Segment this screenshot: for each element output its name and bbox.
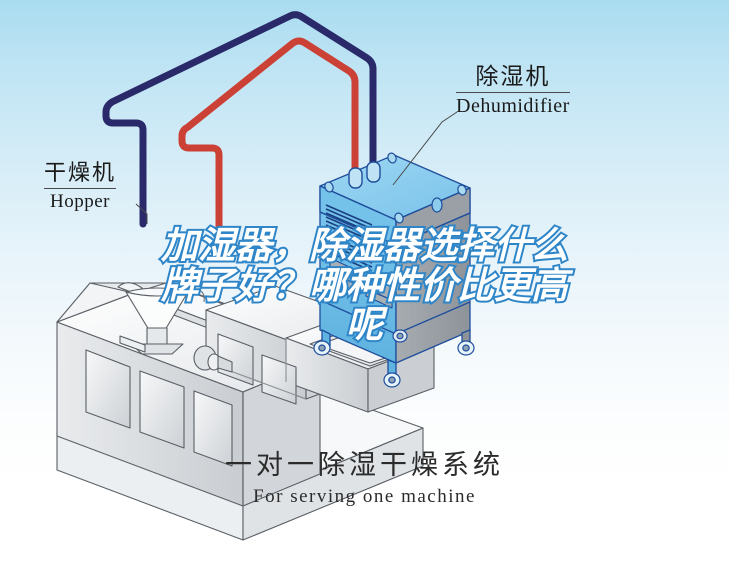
feed-funnel-tube bbox=[187, 289, 205, 303]
machine-panel-3 bbox=[193, 390, 233, 467]
return-pipe-navy bbox=[102, 11, 377, 228]
caster-3 bbox=[457, 340, 475, 356]
caster-1 bbox=[313, 340, 331, 356]
caster-4 bbox=[392, 329, 408, 343]
leader-line-hopper bbox=[135, 203, 148, 224]
dehumidifier-vent-upper bbox=[325, 204, 373, 246]
feed-funnel-neck bbox=[146, 327, 168, 345]
dehumidifier-mid-divider bbox=[319, 267, 397, 303]
dehumidifier-side-fittings bbox=[398, 197, 443, 250]
leader-line-dehumidifier bbox=[392, 111, 458, 186]
dehumidifier-unit bbox=[313, 152, 475, 388]
machine-panel-1 bbox=[85, 349, 131, 429]
dehumidifier-pipe-collars bbox=[348, 161, 381, 189]
leader-lines bbox=[135, 111, 458, 224]
machine-panel-2 bbox=[139, 370, 185, 449]
dehumidifier-top-fittings bbox=[324, 152, 467, 224]
dehumidifier-casters bbox=[313, 329, 475, 388]
caster-2 bbox=[383, 372, 401, 388]
feed-funnel-rim bbox=[125, 287, 189, 297]
machine-nozzle-neck bbox=[217, 355, 233, 373]
supply-pipe-red bbox=[178, 37, 359, 239]
piping-group bbox=[102, 11, 377, 239]
dehumidifier-vent-lower bbox=[325, 234, 373, 272]
dehumidifier-lid-seam bbox=[319, 211, 471, 246]
feed-funnel-mount bbox=[119, 335, 146, 353]
